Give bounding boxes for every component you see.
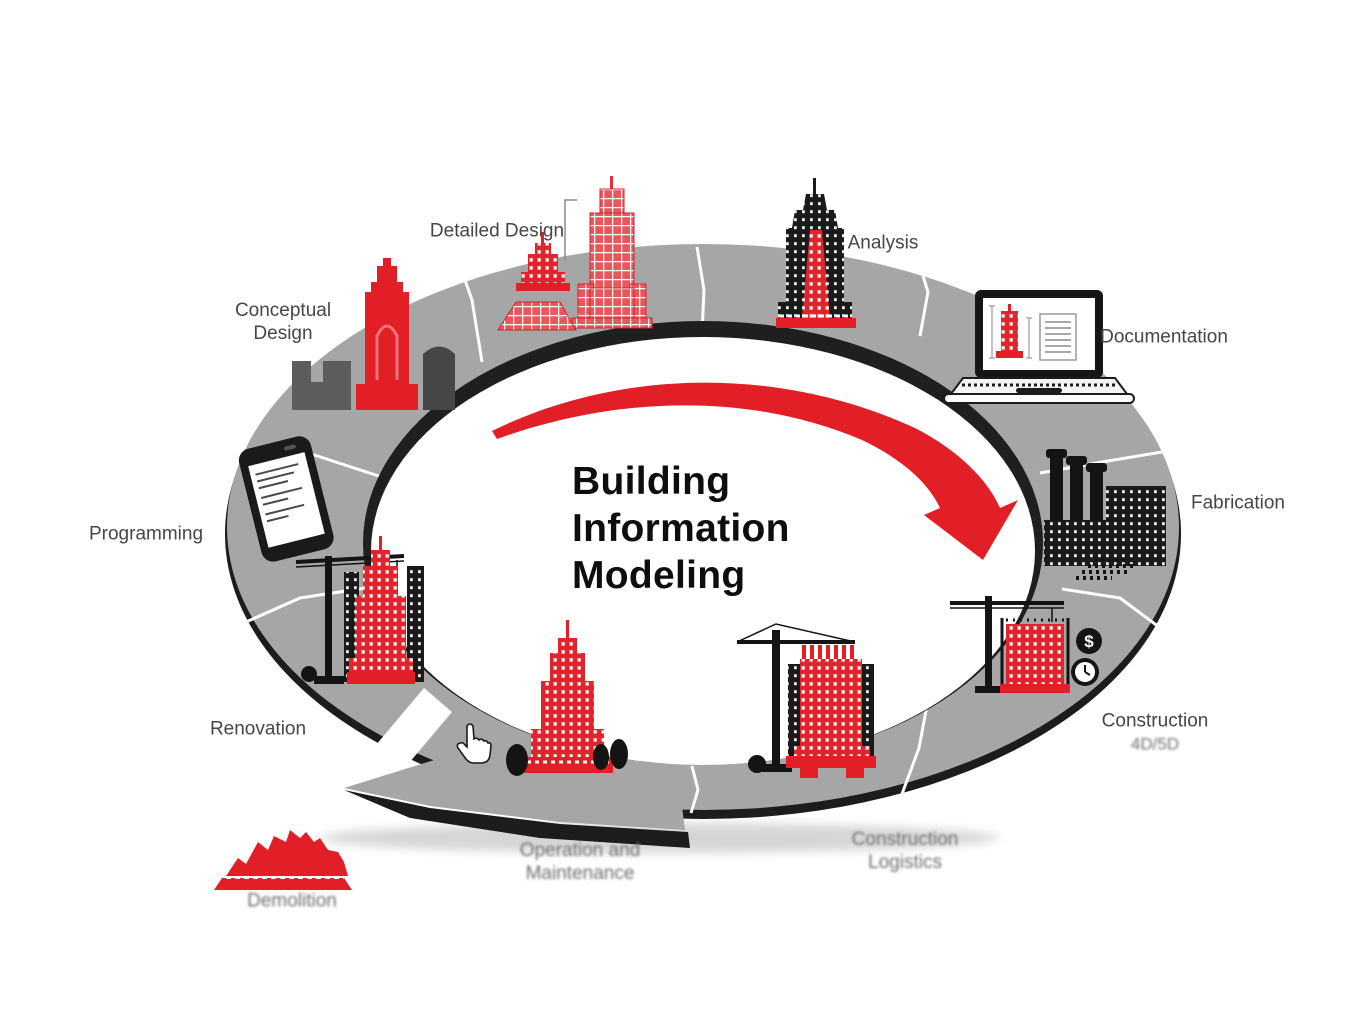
skyscraper-icon <box>506 620 628 776</box>
dollar-badge-icon <box>1076 628 1102 654</box>
ring-tail-shadow <box>344 790 690 848</box>
label-construction-logistics: Construction Logistics <box>851 829 959 873</box>
dollar-badge-glyph: $ <box>1084 632 1094 651</box>
wireframe-tower-icon <box>497 176 653 331</box>
factory-icon <box>1044 449 1166 580</box>
label-analysis: Analysis <box>847 232 919 254</box>
label-fabrication: Fabrication <box>1191 492 1285 514</box>
smartphone-icon <box>238 436 334 562</box>
laptop-icon <box>943 290 1135 404</box>
diagram-title: Building Information Modeling <box>572 460 790 597</box>
ring-tail <box>344 752 685 830</box>
logistics-crane-icon <box>736 623 876 778</box>
cursor-hand-icon <box>456 723 492 764</box>
cycle-arrow-icon <box>492 382 1018 560</box>
label-programming: Programming <box>88 523 204 545</box>
label-conceptual-design: Conceptual Design <box>234 300 332 344</box>
analysis-tower-icon <box>776 178 856 328</box>
construction-crane-icon: $ <box>950 596 1102 693</box>
label-demolition: Demolition <box>247 890 337 912</box>
clock-badge-icon <box>1071 658 1099 686</box>
label-renovation: Renovation <box>209 718 307 740</box>
label-construction-4d5d: 4D/5D <box>1130 734 1180 754</box>
label-documentation: Documentation <box>1100 326 1228 348</box>
label-construction: Construction <box>1101 710 1209 732</box>
label-detailed-design: Detailed Design <box>429 220 565 242</box>
rubble-icon <box>214 830 352 890</box>
massing-buildings-icon <box>292 258 455 410</box>
label-operation-maintenance: Operation and Maintenance <box>519 840 641 884</box>
renovation-crane-icon <box>295 536 424 684</box>
